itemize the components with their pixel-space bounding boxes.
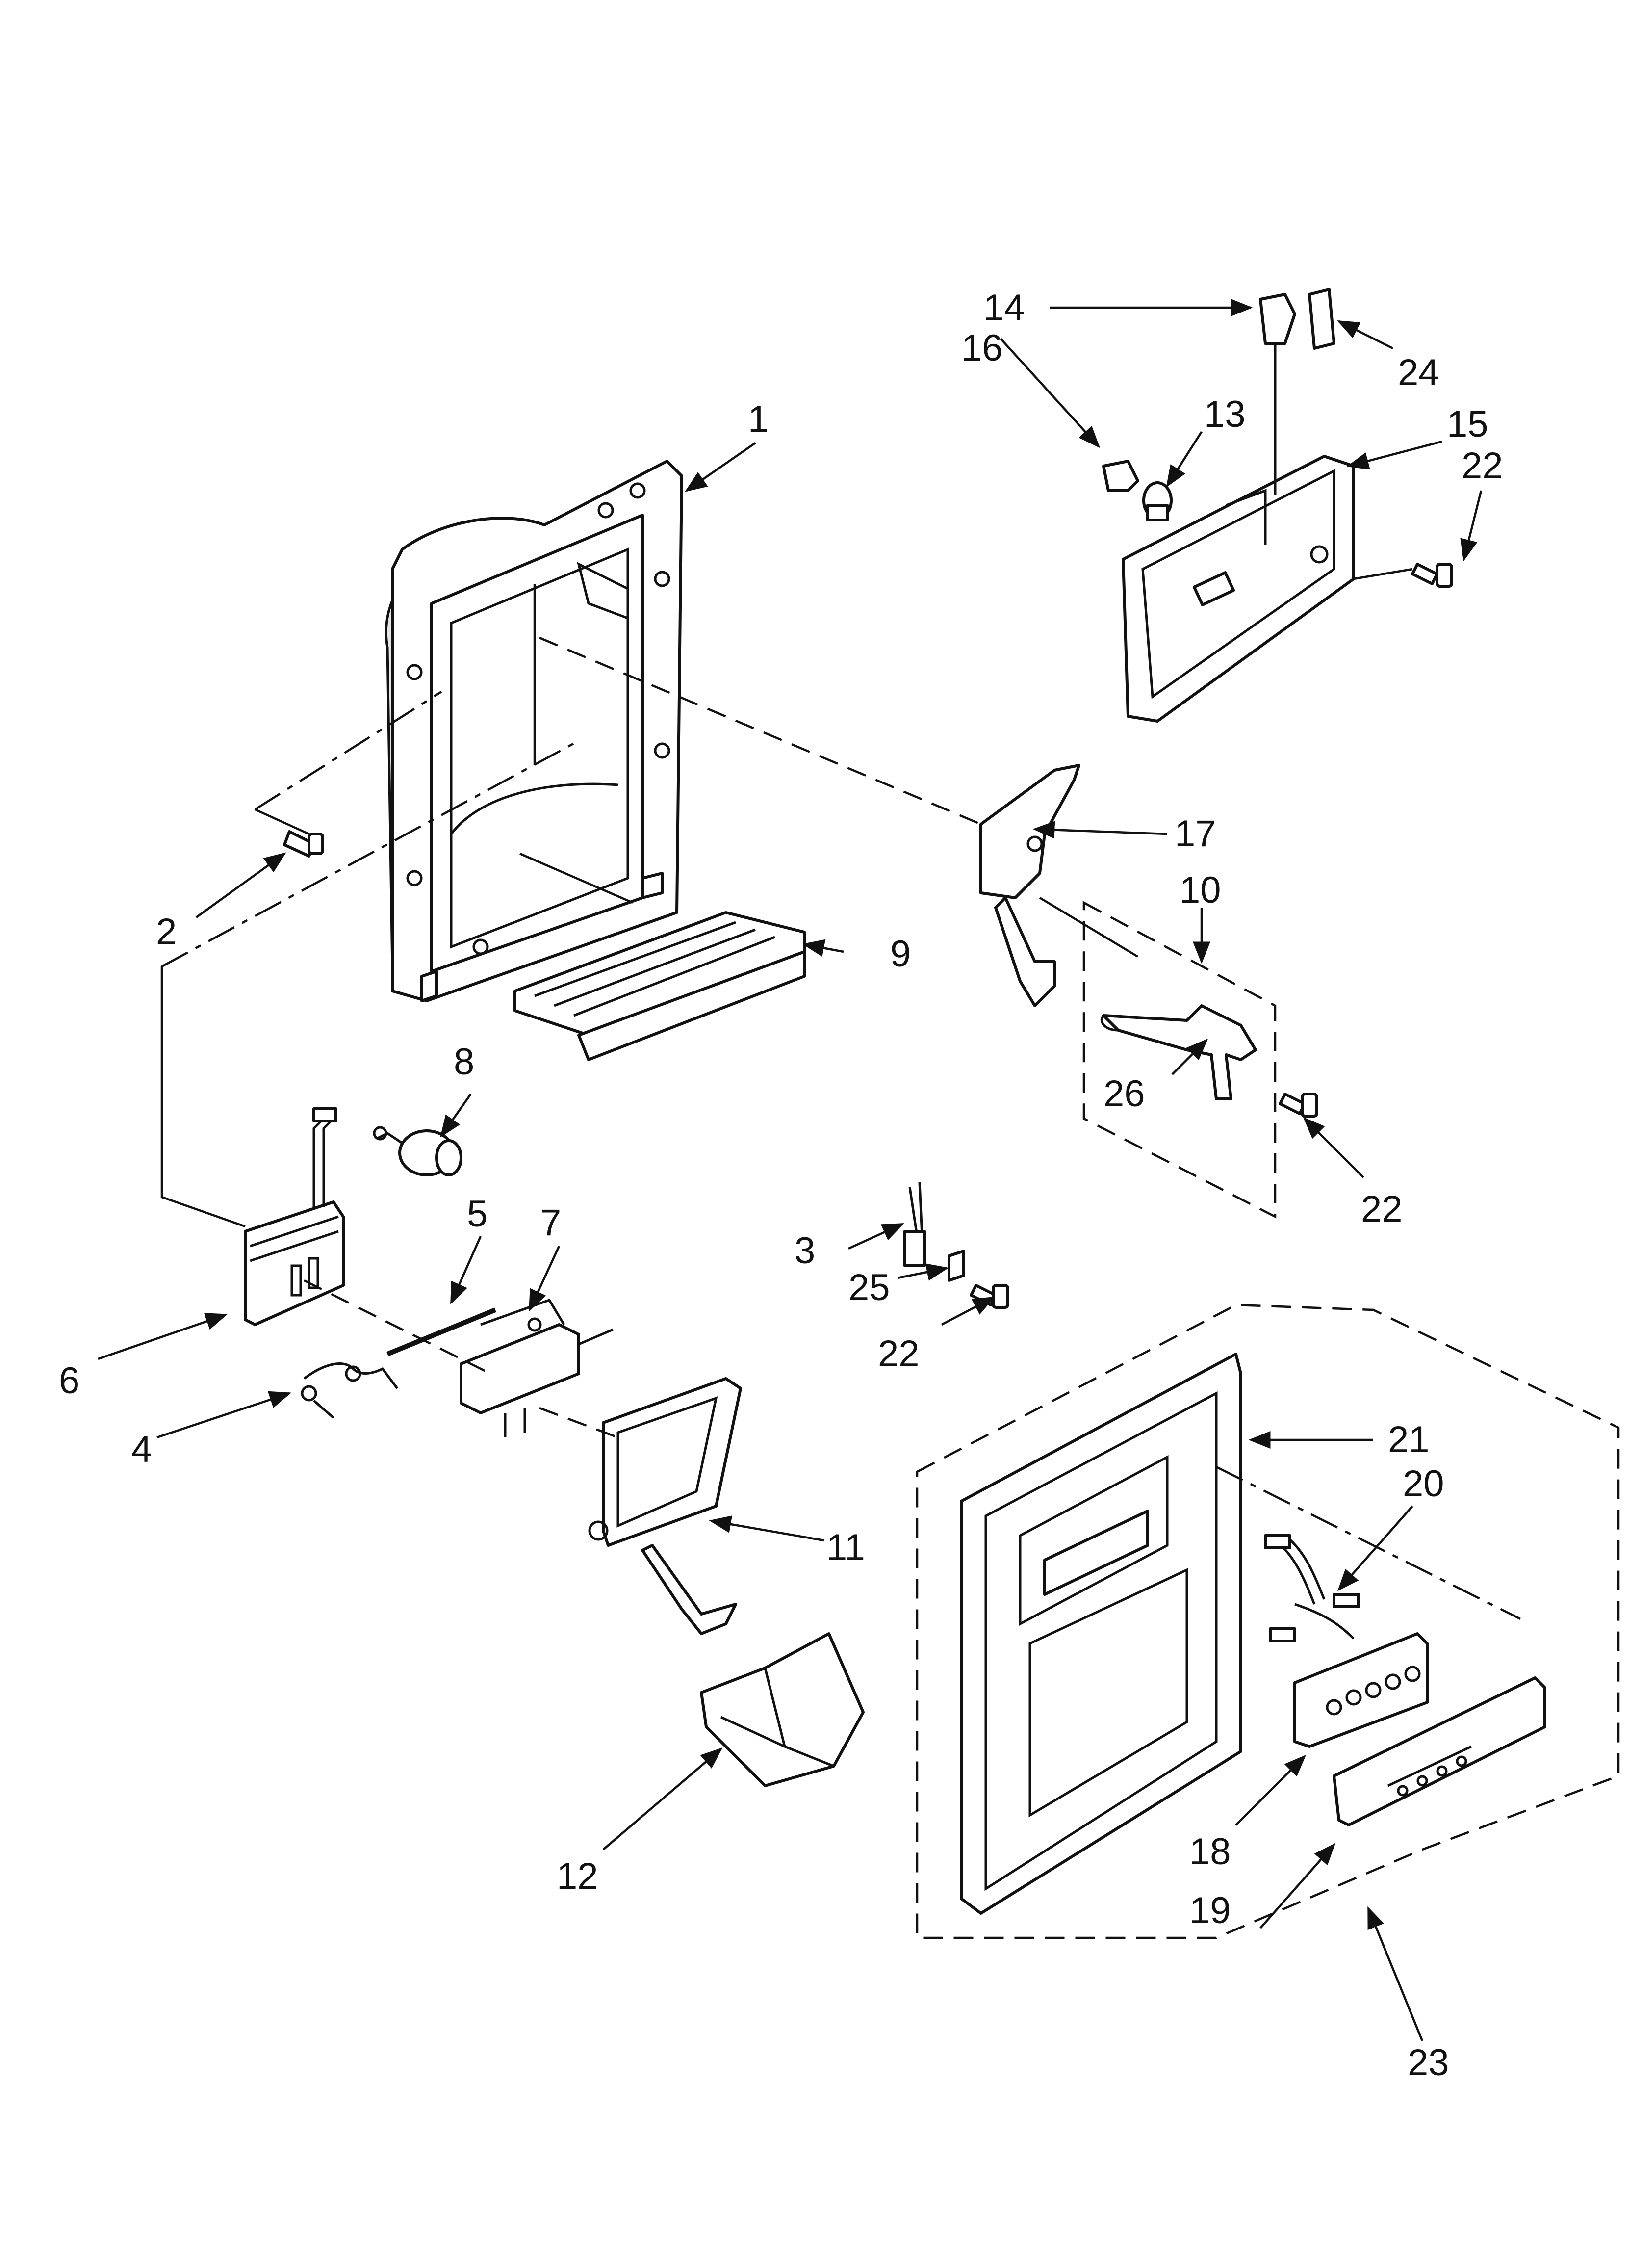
callout-14: 14 bbox=[983, 287, 1025, 329]
callout-4: 4 bbox=[131, 1429, 152, 1470]
housing-frame-part bbox=[385, 460, 683, 1002]
screw-part-22c bbox=[1279, 1093, 1318, 1118]
callout-11: 11 bbox=[826, 1527, 865, 1568]
callout-3: 3 bbox=[795, 1230, 815, 1272]
screw-part-22b bbox=[970, 1284, 1009, 1309]
chute-door-part bbox=[588, 1377, 742, 1635]
control-panel-assembly-outline bbox=[916, 1303, 1620, 1939]
callout-26: 26 bbox=[1103, 1073, 1145, 1115]
ice-chute-part bbox=[700, 1632, 865, 1787]
callout-12: 12 bbox=[557, 1855, 598, 1897]
callout-5: 5 bbox=[467, 1193, 487, 1235]
wiring-harness-part bbox=[1264, 1534, 1360, 1642]
callout-7: 7 bbox=[540, 1202, 561, 1244]
callout-18: 18 bbox=[1189, 1831, 1231, 1873]
lamp-socket-part bbox=[1142, 481, 1173, 521]
callout-23: 23 bbox=[1408, 2042, 1449, 2084]
switch-part bbox=[903, 1182, 965, 1282]
callout-10: 10 bbox=[1180, 869, 1221, 911]
solenoid-part bbox=[373, 1126, 462, 1176]
callout-21: 21 bbox=[1388, 1419, 1430, 1460]
front-panel-part bbox=[960, 1353, 1242, 1915]
screw-part-2 bbox=[283, 830, 324, 858]
callout-24: 24 bbox=[1398, 352, 1439, 393]
callout-13: 13 bbox=[1204, 393, 1246, 435]
lamp-bulb-part bbox=[1102, 460, 1139, 492]
callout-6: 6 bbox=[59, 1360, 79, 1402]
motor-assembly-part bbox=[244, 1107, 345, 1326]
drip-tray-part bbox=[513, 911, 806, 1061]
callout-8: 8 bbox=[454, 1041, 474, 1083]
callout-22b: 22 bbox=[878, 1333, 920, 1375]
lever-part bbox=[979, 764, 1080, 1007]
callout-25: 25 bbox=[848, 1267, 890, 1308]
lamp-switch-part bbox=[1259, 293, 1296, 345]
guide-lines bbox=[160, 636, 1521, 1620]
plate-part-24 bbox=[1308, 288, 1335, 350]
callout-15: 15 bbox=[1447, 403, 1488, 445]
leader-lines bbox=[98, 299, 1483, 2041]
callout-2: 2 bbox=[156, 911, 177, 953]
callout-17: 17 bbox=[1175, 813, 1216, 855]
control-board-part bbox=[1293, 1632, 1429, 1748]
control-overlay-part bbox=[1333, 1676, 1546, 1826]
lever-assembly-part-10 bbox=[1082, 901, 1277, 1219]
spring-part bbox=[301, 1362, 398, 1419]
callout-1: 1 bbox=[748, 398, 769, 440]
callout-9: 9 bbox=[890, 933, 911, 975]
callout-22c: 22 bbox=[1361, 1188, 1403, 1230]
actuator-bracket-part bbox=[460, 1298, 614, 1437]
pin-part bbox=[386, 1307, 496, 1356]
callout-20: 20 bbox=[1403, 1463, 1444, 1505]
callout-22a: 22 bbox=[1462, 445, 1503, 487]
callout-19: 19 bbox=[1189, 1890, 1231, 1931]
screw-part-22a bbox=[1353, 563, 1453, 588]
callout-16: 16 bbox=[961, 327, 1003, 369]
callout-labels: 1 2 3 4 5 6 7 8 9 10 11 12 13 14 15 16 1… bbox=[59, 287, 1503, 2084]
